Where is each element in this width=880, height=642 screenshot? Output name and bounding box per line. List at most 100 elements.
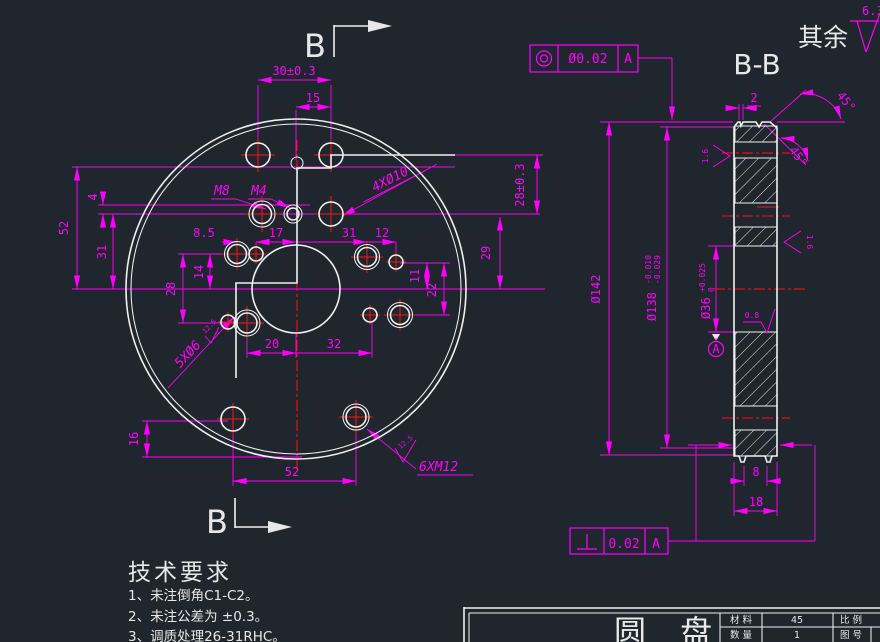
hole: [318, 201, 344, 227]
quantity-value: 1: [794, 630, 800, 641]
dim-8-label: 8: [752, 465, 759, 479]
perpendicularity-datum: A: [652, 537, 660, 552]
dim-d138-label: Ø138: [645, 292, 659, 321]
holes-6xm12-label: 6XM12: [419, 460, 458, 475]
dim-32-label: 32: [327, 337, 341, 351]
roughness-bore-label: 0.8: [745, 311, 760, 320]
roughness-marks: 1.6 1.6 0.8: [701, 144, 814, 335]
dim-52-bottom-label: 52: [285, 465, 299, 479]
roughness-right-label: 1.6: [805, 235, 814, 250]
dim-d138-tol-lower: -0.029: [653, 255, 662, 284]
dim-d36-tol-upper: +0.025: [698, 263, 707, 292]
datum-triangle-icon: [712, 334, 720, 341]
dim-18-label: 18: [749, 495, 763, 509]
section-title: B-B: [733, 48, 781, 81]
roughness-symbol-icon: [850, 12, 880, 53]
hole: [353, 243, 381, 271]
hole: [342, 403, 370, 431]
dim-29-label: 29: [479, 246, 493, 260]
drawing-no-label: 图 号: [840, 630, 862, 641]
dim-d138-tol-upper: -0.010: [644, 255, 653, 284]
section-marker-top-label: B: [304, 27, 326, 65]
dim-22-label: 22: [425, 283, 439, 297]
tech-note-2: 2、未注公差为 ±0.3。: [128, 609, 268, 625]
tech-requirements: 技术要求 1、未注倒角C1-C2。 2、未注公差为 ±0.3。 3、调质处理26…: [128, 560, 286, 642]
fcf-perpendicularity: 0.02 A: [569, 441, 816, 555]
dim-8p5-label: 8.5: [193, 226, 215, 240]
section-marker-bottom: B: [206, 498, 292, 541]
roughness-check-left-icon: [712, 144, 731, 168]
dim-14-label: 14: [192, 265, 206, 279]
material-value: 45: [791, 615, 803, 626]
hole: [245, 142, 271, 168]
dim-20-label: 20: [265, 337, 279, 351]
fcf-concentricity: Ø0.02 A: [529, 44, 676, 121]
roughness-check-bore-icon: [760, 308, 776, 335]
tech-note-3: 3、调质处理26-31RHC。: [128, 629, 286, 642]
thread-m4-label: M4: [250, 184, 267, 199]
hole: [220, 406, 246, 432]
dim-28-left-label: 28: [164, 282, 178, 296]
dim-d36-tol-lower: 0: [707, 287, 716, 292]
dim-2-label: 2: [750, 91, 757, 105]
dim-31-left-label: 31: [95, 245, 109, 259]
tech-note-1: 1、未注倒角C1-C2。: [128, 588, 259, 604]
part-name: 圆 盘: [614, 613, 724, 642]
dim-17-label: 17: [269, 226, 283, 240]
perpendicularity-icon: [577, 534, 597, 550]
title-block: 圆 盘 材 料 45 比 例 数 量 1 图 号: [463, 607, 880, 642]
hole: [220, 314, 236, 330]
concentricity-datum: A: [624, 52, 632, 67]
section-cut-line: [235, 154, 455, 378]
datum-a: A: [707, 334, 725, 358]
dimension-lines: [73, 76, 541, 485]
roughness-left-label: 1.6: [701, 149, 710, 164]
scale-label: 比 例: [840, 614, 862, 626]
section-body: [733, 121, 778, 463]
concentricity-icon: [535, 50, 553, 67]
section-arrow-icon: [368, 20, 392, 32]
section-marker-bottom-label: B: [206, 503, 228, 541]
hole: [386, 301, 414, 329]
dim-d36-label: Ø36: [699, 297, 713, 319]
dim-d36-group: Ø36 +0.025 0: [698, 263, 716, 319]
hole: [248, 200, 276, 228]
section-centerlines: [714, 152, 806, 419]
tech-title: 技术要求: [128, 560, 232, 586]
dim-31-h-label: 31: [342, 226, 356, 240]
dim-12-label: 12: [375, 226, 389, 240]
datum-a-label: A: [712, 342, 720, 356]
holes: [220, 142, 414, 432]
material-label: 材 料: [730, 614, 753, 626]
rest-roughness-value: 6.3: [862, 4, 880, 18]
dim-15-label: 15: [306, 91, 320, 105]
hole: [362, 307, 378, 323]
hole: [233, 309, 261, 337]
perpendicularity-tolerance: 0.02: [608, 537, 639, 552]
section-dim-lines: [600, 89, 845, 516]
dim-4-label: 4: [86, 193, 100, 200]
roughness-check-m12-icon: [394, 439, 417, 463]
dim-d138-group: Ø138 -0.010 -0.029: [644, 255, 662, 321]
dim-52-left-label: 52: [57, 221, 71, 235]
quantity-label: 数 量: [730, 629, 753, 641]
concentricity-tolerance: Ø0.02: [568, 52, 607, 67]
roughness-check-5x6-icon: [204, 326, 220, 344]
disc-outline: [125, 118, 467, 460]
dim-16-label: 16: [127, 432, 141, 446]
section-marker-top: B: [304, 20, 392, 65]
hole: [248, 246, 264, 262]
corner-roughness-note: 其余 6.3: [798, 4, 880, 53]
section-view: B-B: [529, 44, 858, 555]
dim-11-label: 11: [408, 269, 422, 283]
dim-d142-label: Ø142: [589, 275, 603, 304]
section-arrow-icon: [268, 521, 292, 533]
hole: [388, 254, 404, 270]
hole: [283, 204, 303, 224]
dim-28tol-label: 28±0.3: [513, 163, 527, 206]
rest-surfaces-label: 其余: [798, 23, 848, 52]
dim-30-label: 30±0.3: [272, 64, 315, 78]
